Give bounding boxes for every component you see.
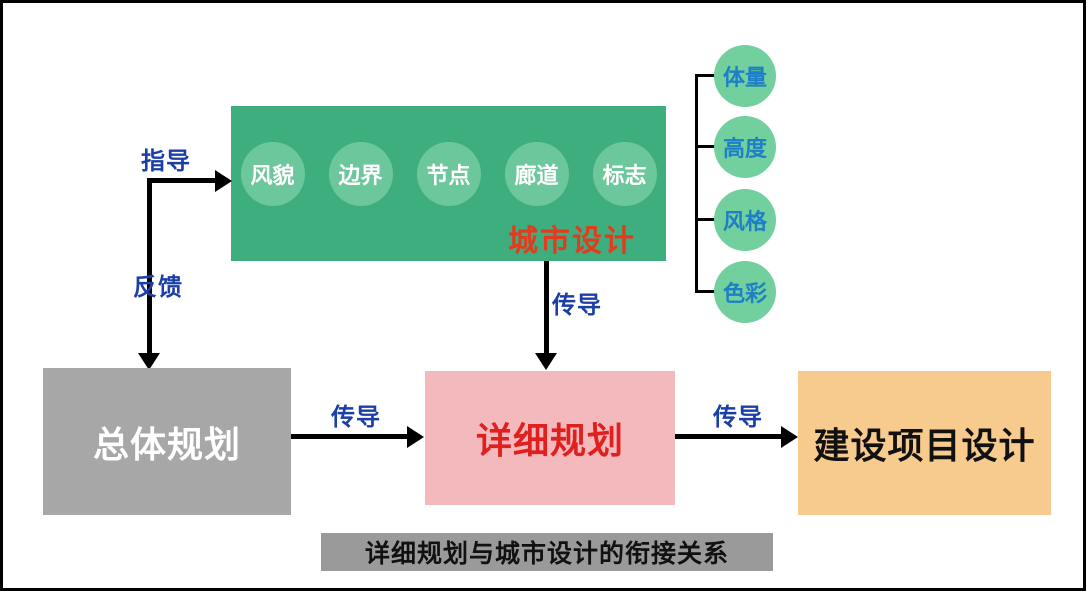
feedback-arrow-shaft [147, 178, 152, 355]
transmit-down-arrow-label: 传导 [552, 291, 602, 319]
detailed-plan-box: 详细规划 [425, 371, 675, 505]
attribute-circle-label: 风格 [722, 210, 767, 235]
attribute-bracket-line [695, 74, 698, 293]
attribute-circle: 风格 [714, 189, 776, 251]
transmit-right-arrow-shaft [675, 434, 783, 439]
master-plan-label: 总体规划 [92, 424, 241, 466]
attribute-bracket-tick [695, 145, 716, 148]
urban-design-circle: 风貌 [240, 142, 305, 206]
attribute-circle-label: 体量 [722, 66, 767, 91]
attribute-bracket-tick [695, 74, 716, 77]
transmit-down-arrow-head [535, 353, 557, 370]
feedback-arrow-head [138, 353, 160, 370]
transmit-mid-arrow-label: 传导 [331, 403, 381, 431]
urban-design-circle-label: 节点 [426, 164, 471, 189]
transmit-mid-arrow-shaft [291, 434, 409, 439]
detailed-plan-label: 详细规划 [475, 421, 624, 462]
attribute-bracket-tick [695, 290, 716, 293]
attribute-circle-label: 高度 [722, 137, 767, 162]
urban-design-circle-label: 边界 [338, 164, 383, 189]
transmit-mid-arrow-head [407, 426, 424, 448]
urban-design-circle: 节点 [416, 142, 481, 206]
transmit-right-arrow-label: 传导 [713, 403, 763, 431]
master-plan-box: 总体规划 [43, 368, 291, 515]
project-design-box: 建设项目设计 [798, 371, 1051, 515]
urban-design-circle: 廊道 [504, 142, 569, 206]
urban-design-circle-label: 标志 [602, 164, 647, 189]
attribute-circle: 体量 [714, 45, 776, 107]
caption-bar: 详细规划与城市设计的衔接关系 [321, 533, 773, 571]
feedback-arrow-label: 反馈 [133, 273, 183, 301]
transmit-down-arrow-shaft [544, 261, 549, 354]
attribute-circle: 高度 [714, 116, 776, 178]
guide-arrow-label: 指导 [141, 147, 191, 175]
urban-design-title: 城市设计 [508, 224, 636, 259]
transmit-right-arrow-head [781, 426, 798, 448]
attribute-circle: 色彩 [714, 261, 776, 323]
project-design-label: 建设项目设计 [813, 426, 1036, 467]
urban-design-circle-label: 风貌 [250, 164, 295, 189]
urban-design-box: 风貌 边界 节点 廊道 标志 城市设计 [231, 106, 666, 261]
urban-design-circles-row: 风貌 边界 节点 廊道 标志 [231, 142, 666, 206]
guide-arrow-shaft [149, 178, 217, 183]
guide-arrow-head [215, 170, 232, 192]
attribute-circle-label: 色彩 [722, 282, 767, 307]
urban-design-circle: 标志 [592, 142, 657, 206]
attribute-bracket-tick [695, 218, 716, 221]
urban-design-circle: 边界 [328, 142, 393, 206]
urban-design-circle-label: 廊道 [514, 164, 559, 189]
